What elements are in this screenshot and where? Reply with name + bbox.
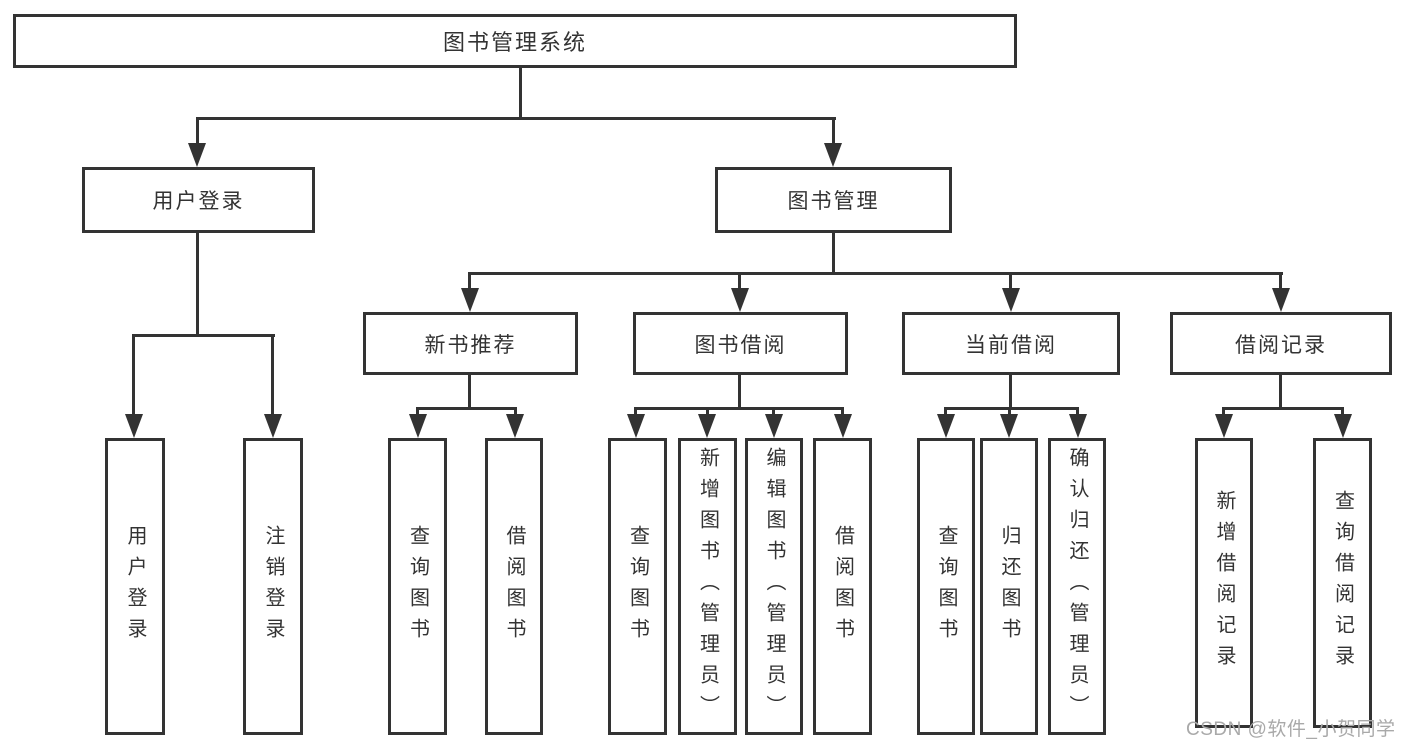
leaf-user-login: 用户登录 [105,438,165,735]
connector-bookmgmt-stem [832,233,835,274]
leaf-query-book-a: 查询图书 [388,438,447,735]
arrowhead-query-book-b [627,414,645,438]
connector-bookborrow-horizontal [634,407,844,410]
connector-drop-return-book [1008,407,1011,416]
connector-drop-query-book-c [944,407,947,416]
connector-drop-query-book-b [634,407,637,416]
connector-newbookrec-horizontal [416,407,517,410]
node-user-login: 用户登录 [82,167,315,233]
connector-drop-borrow-book-b [841,407,844,416]
node-book-mgmt-label: 图书管理 [787,190,880,213]
node-book-mgmt: 图书管理 [715,167,952,233]
leaf-query-book-a-label: 查询图书 [406,524,429,649]
leaf-add-book: 新增图书（管理员） [678,438,737,735]
leaf-edit-book-label: 编辑图书（管理员） [763,447,785,726]
connector-bookmgmt-horizontal [468,272,1283,275]
connector-drop-book-borrow [738,272,741,292]
arrowhead-edit-book [765,414,783,438]
node-current-borrow: 当前借阅 [902,312,1120,375]
connector-userlogin-horizontal [132,334,275,337]
connector-root-horizontal [196,117,836,120]
connector-drop-current-borrow [1009,272,1012,292]
node-user-login-label: 用户登录 [152,190,245,213]
connector-drop-leaf-user-login [132,334,135,416]
leaf-logout: 注销登录 [243,438,303,735]
connector-currentborrow-stem [1009,375,1012,409]
leaf-query-book-c: 查询图书 [917,438,975,735]
connector-currentborrow-horizontal [944,407,1079,410]
connector-bookborrow-stem [738,375,741,409]
leaf-query-record: 查询借阅记录 [1313,438,1372,728]
arrowhead-new-book-rec [461,288,479,312]
leaf-borrow-book-b-label: 借阅图书 [831,524,854,649]
arrowhead-book-mgmt [824,143,842,167]
arrowhead-query-record [1334,414,1352,438]
arrowhead-confirm-return [1069,414,1087,438]
connector-root-stem [519,68,522,119]
connector-drop-edit-book [772,407,775,416]
node-current-borrow-label: 当前借阅 [965,333,1057,357]
connector-drop-confirm-return [1076,407,1079,416]
connector-userlogin-stem [196,233,199,336]
arrowhead-return-book [1000,414,1018,438]
connector-drop-query-record [1341,407,1344,416]
arrowhead-add-book [698,414,716,438]
arrowhead-borrow-records [1272,288,1290,312]
connector-drop-query-book-a [416,407,419,416]
node-book-borrow: 图书借阅 [633,312,848,375]
connector-drop-new-book-rec [468,272,471,292]
connector-drop-borrow-records [1279,272,1282,292]
node-borrow-records: 借阅记录 [1170,312,1392,375]
leaf-user-login-label: 用户登录 [124,524,146,649]
leaf-query-record-label: 查询借阅记录 [1331,490,1354,676]
node-borrow-records-label: 借阅记录 [1235,333,1327,357]
connector-borrowrecords-horizontal [1222,407,1344,410]
leaf-add-book-label: 新增图书（管理员） [696,447,719,726]
connector-drop-add-record [1222,407,1225,416]
connector-borrowrecords-stem [1279,375,1282,409]
leaf-return-book-label: 归还图书 [998,524,1020,649]
leaf-add-record-label: 新增借阅记录 [1213,490,1235,676]
connector-drop-book-mgmt [832,117,835,147]
leaf-logout-label: 注销登录 [262,524,284,649]
arrowhead-leaf-user-login [125,414,143,438]
leaf-query-book-c-label: 查询图书 [935,524,957,649]
leaf-return-book: 归还图书 [980,438,1038,735]
arrowhead-current-borrow [1002,288,1020,312]
connector-drop-leaf-logout [271,334,274,416]
leaf-confirm-return: 确认归还（管理员） [1048,438,1106,735]
leaf-borrow-book-a: 借阅图书 [485,438,543,735]
leaf-query-book-b: 查询图书 [608,438,667,735]
leaf-edit-book: 编辑图书（管理员） [745,438,803,735]
arrowhead-query-book-a [409,414,427,438]
node-new-book-rec-label: 新书推荐 [424,333,517,357]
connector-drop-borrow-book-a [514,407,517,416]
arrowhead-leaf-logout [264,414,282,438]
node-book-borrow-label: 图书借阅 [694,333,787,357]
arrowhead-borrow-book-b [834,414,852,438]
leaf-add-record: 新增借阅记录 [1195,438,1253,728]
leaf-borrow-book-a-label: 借阅图书 [503,524,525,649]
leaf-query-book-b-label: 查询图书 [626,524,649,649]
node-new-book-rec: 新书推荐 [363,312,578,375]
csdn-watermark: CSDN @软件_小贺同学 [1186,719,1396,740]
connector-drop-user-login [196,117,199,147]
connector-newbookrec-stem [468,375,471,409]
arrowhead-query-book-c [937,414,955,438]
node-root-label: 图书管理系统 [442,30,587,55]
arrowhead-borrow-book-a [506,414,524,438]
leaf-borrow-book-b: 借阅图书 [813,438,872,735]
node-root: 图书管理系统 [13,14,1017,68]
leaf-confirm-return-label: 确认归还（管理员） [1066,447,1088,726]
arrowhead-user-login [188,143,206,167]
arrowhead-book-borrow [731,288,749,312]
arrowhead-add-record [1215,414,1233,438]
connector-drop-add-book [706,407,709,416]
